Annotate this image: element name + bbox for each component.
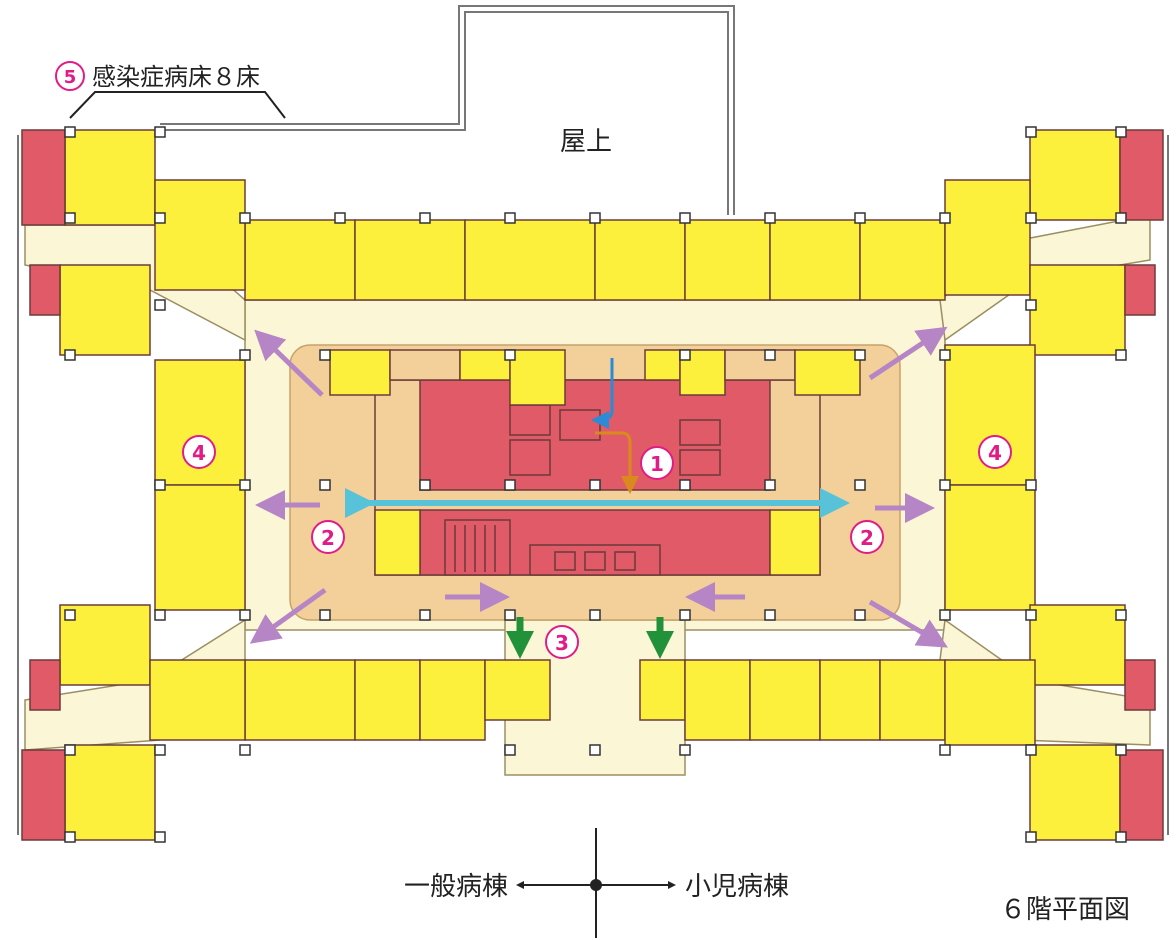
column-markers [64,126,1127,843]
badge-zone-2-left-text: 2 [321,526,335,550]
infection-beds-legend: 5 感染症病床８床 [55,61,260,91]
infection-beds-label: 感染症病床８床 [92,63,260,91]
right-wing-rooms [944,129,1126,841]
top-wing-rooms [244,219,946,301]
orange-arrow [595,431,639,494]
direction-indicator: 一般病棟 小児病棟 [404,828,789,938]
bottom-wing-rooms [244,659,946,741]
badge-zone-2-right-text: 2 [860,526,874,550]
badge-zone-4-left [182,435,216,469]
floor-title: ６階平面図 [1000,895,1130,925]
legend-bracket [69,91,286,119]
badge-zone-4-left-text: 4 [192,441,206,465]
badge-zone-4-right-text: 4 [988,441,1002,465]
badge-item-5-text: 5 [64,67,77,88]
blue-arrow [591,358,614,429]
badge-zone-4-right [978,435,1012,469]
green-arrows [506,617,674,659]
badge-zone-1 [640,446,674,480]
central-core [374,379,821,576]
rooftop-outline [17,5,1169,835]
badge-zone-2-right [850,520,884,554]
zone-badges: 1 2 2 3 4 4 [182,435,1012,659]
left-wing-rooms [59,129,246,841]
purple-arrows [249,326,948,648]
badge-zone-1-text: 1 [650,452,664,476]
direction-center-dot [590,879,602,891]
direction-right-label: 小児病棟 [685,872,789,902]
rooftop-label: 屋上 [560,127,612,157]
badge-item-5 [55,61,85,91]
upper-central-rooms [329,349,861,406]
stairwells [21,129,1164,841]
badge-zone-3 [545,625,579,659]
badge-zone-3-text: 3 [555,631,569,655]
direction-left-label: 一般病棟 [404,872,508,902]
badge-zone-2-left [311,520,345,554]
